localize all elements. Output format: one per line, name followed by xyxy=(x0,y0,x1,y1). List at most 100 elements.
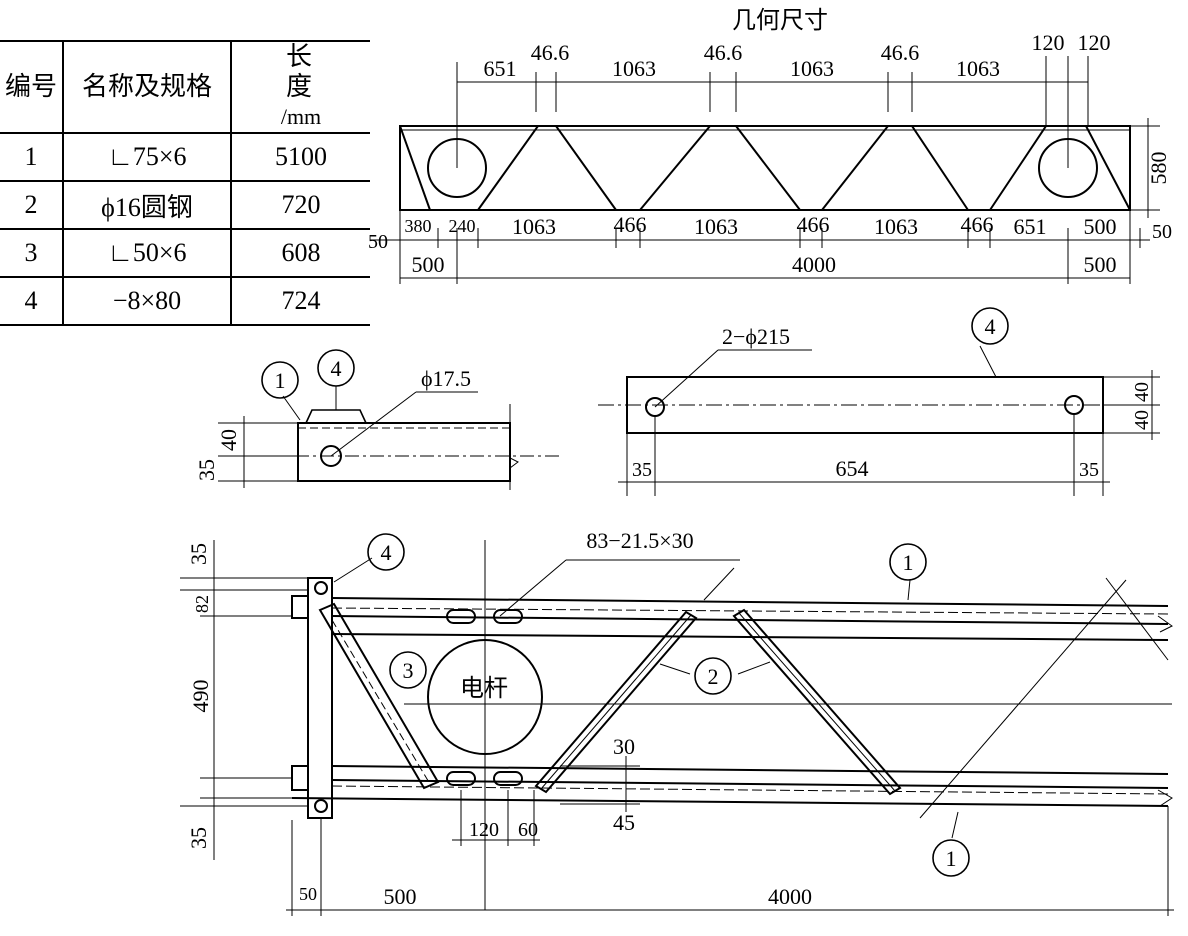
slot xyxy=(446,771,476,786)
dim-label: 1063 xyxy=(512,214,556,239)
callout-circle xyxy=(261,361,299,399)
table-header-row: 编号 名称及规格 长 度 /mm xyxy=(0,40,399,133)
header-no: 编号 xyxy=(0,40,64,133)
dim-label: 4000 xyxy=(768,884,812,909)
brace xyxy=(989,125,1047,211)
dim-label: 651 xyxy=(1014,214,1047,239)
break-line xyxy=(509,404,519,490)
parts-table: 编号 名称及规格 长 度 /mm 1 ∟75×6 5100 2 ϕ16圆钢 72… xyxy=(0,40,399,326)
row-no: 4 xyxy=(0,276,64,326)
round-bar-brace xyxy=(732,608,902,796)
end-plate xyxy=(307,577,333,819)
plate-detail xyxy=(598,307,1160,496)
angle-section xyxy=(297,422,511,482)
row-name: ∟75×6 xyxy=(63,132,232,181)
dim-label: 1063 xyxy=(612,56,656,81)
round-bar-brace xyxy=(534,610,698,794)
dim-label: 60 xyxy=(518,819,538,841)
dim-label: 500 xyxy=(1084,214,1117,239)
bottom-chord-flange xyxy=(291,765,309,791)
callout-number: 1 xyxy=(275,368,286,393)
top-chord-flange xyxy=(291,595,309,619)
brace xyxy=(821,125,889,211)
dim-label: 466 xyxy=(614,212,647,237)
dim-label: 500 xyxy=(412,252,445,277)
row-length: 608 xyxy=(231,228,371,277)
dim-label: 120 xyxy=(1078,30,1111,55)
brace xyxy=(911,125,969,211)
row-no: 2 xyxy=(0,180,64,229)
brace xyxy=(639,125,711,211)
main-view xyxy=(180,533,1174,916)
dim-label: 50 xyxy=(299,884,317,904)
brace xyxy=(555,125,617,211)
dim-label: 50 xyxy=(368,231,388,253)
dim-label: 500 xyxy=(1084,252,1117,277)
top-view-title: 几何尺寸 xyxy=(732,7,828,34)
header-length-label: 长 度 xyxy=(286,42,399,101)
detail-end-labels: 1 4 ϕ17.5 40 35 xyxy=(194,356,471,481)
dim-label: 46.6 xyxy=(881,40,920,65)
dim-label: 1063 xyxy=(694,214,738,239)
plate-labels: 4 2−ϕ215 40 40 35 654 35 xyxy=(632,314,1153,481)
slot xyxy=(493,609,523,624)
callout-number: 2 xyxy=(708,664,719,689)
end-plate-bolt xyxy=(314,581,328,595)
dim-label: 240 xyxy=(449,216,476,236)
bottom-chord xyxy=(291,797,1169,807)
dim-label: 580 xyxy=(1146,152,1171,185)
dim-label: 40 xyxy=(1131,382,1153,402)
dim-label: 120 xyxy=(1032,30,1065,55)
callout-circle xyxy=(932,839,970,877)
row-no: 1 xyxy=(0,132,64,181)
dim-label: 46.6 xyxy=(531,40,570,65)
brace xyxy=(735,125,801,211)
callout-circle xyxy=(367,533,405,571)
pole-label: 电杆 xyxy=(460,675,508,702)
dim-label: 651 xyxy=(484,56,517,81)
dim-label: 46.6 xyxy=(704,40,743,65)
slot-label: 83−21.5×30 xyxy=(586,528,693,553)
hole-label: ϕ17.5 xyxy=(421,366,471,391)
row-length: 5100 xyxy=(231,132,371,181)
brace-angle-3 xyxy=(318,602,440,790)
end-plate-bolt xyxy=(314,799,328,813)
dim-label: 490 xyxy=(188,680,213,713)
truss-frame xyxy=(399,125,1131,211)
row-no: 3 xyxy=(0,228,64,277)
row-name: ∟50×6 xyxy=(63,228,232,277)
callout-circle xyxy=(317,349,355,387)
plate-piece xyxy=(305,409,367,424)
header-length: 长 度 /mm xyxy=(231,40,399,133)
dim-label: 380 xyxy=(405,216,432,236)
table-row: 2 ϕ16圆钢 720 xyxy=(0,180,371,229)
top-view: 几何尺寸 xyxy=(399,7,1131,211)
callout-circle xyxy=(971,307,1009,345)
detail-end-view xyxy=(218,349,560,490)
bottom-chord xyxy=(331,765,1169,775)
top-chord xyxy=(331,597,1169,607)
brace xyxy=(477,125,539,211)
top-view-dim-labels: 651 46.6 1063 46.6 1063 46.6 1063 120 12… xyxy=(368,30,1172,277)
dim-label: 35 xyxy=(186,543,211,565)
callout-number: 4 xyxy=(331,356,342,381)
hole-label: 2−ϕ215 xyxy=(722,324,790,349)
dim-label: 466 xyxy=(961,212,994,237)
row-name: −8×80 xyxy=(63,276,232,326)
dim-label: 4000 xyxy=(792,252,836,277)
dim-label: 40 xyxy=(1131,410,1153,430)
top-chord xyxy=(331,633,1169,641)
brace xyxy=(399,125,431,211)
callout-number: 4 xyxy=(985,314,996,339)
dim-label: 466 xyxy=(797,212,830,237)
table-row: 3 ∟50×6 608 xyxy=(0,228,371,277)
table-row: 4 −8×80 724 xyxy=(0,276,371,326)
dim-label: 35 xyxy=(194,459,219,481)
top-view-dimensions xyxy=(370,56,1160,284)
callout-number: 1 xyxy=(946,846,957,871)
dim-label: 500 xyxy=(384,884,417,909)
dim-label: 35 xyxy=(632,459,652,481)
slot xyxy=(493,771,523,786)
dim-label: 1063 xyxy=(956,56,1000,81)
dim-label: 35 xyxy=(186,827,211,849)
